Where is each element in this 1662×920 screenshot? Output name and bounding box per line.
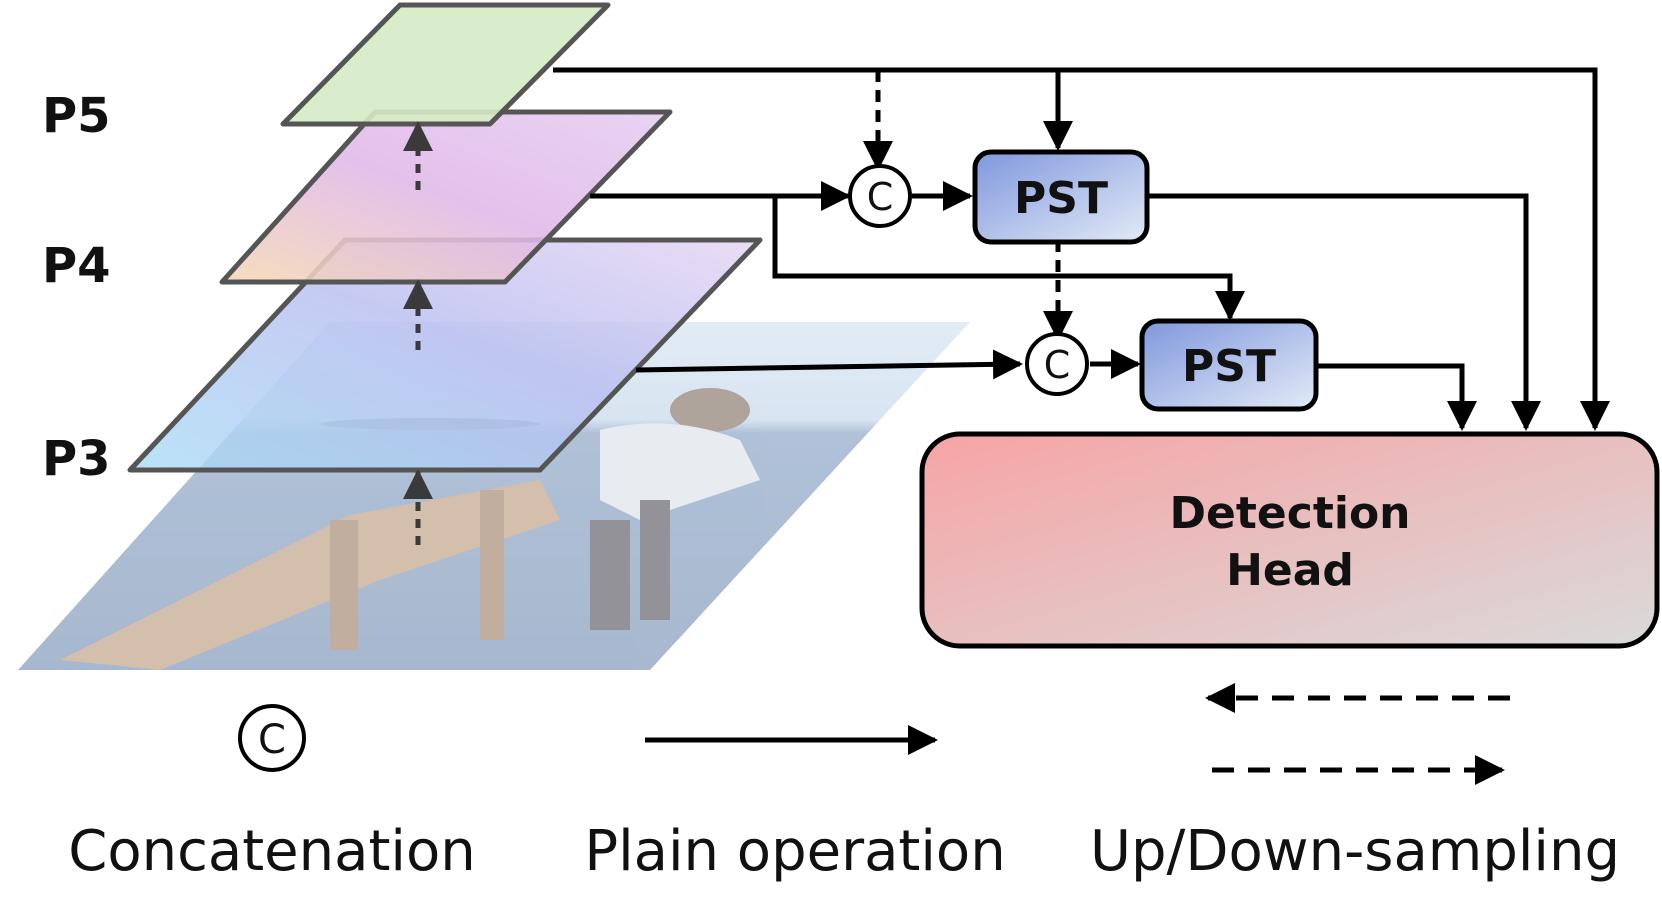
p5-feature-plane bbox=[280, 2, 611, 127]
legend-concatenation-label: Concatenation bbox=[68, 819, 475, 884]
legend: C Concatenation Plain operation Up/Down-… bbox=[68, 683, 1620, 884]
detection-head-line2: Head bbox=[1226, 545, 1354, 596]
p3-feature-plane bbox=[127, 237, 763, 473]
level-label-p3: P3 bbox=[42, 431, 111, 487]
concat-symbol: C bbox=[1044, 343, 1071, 387]
detection-head-line1: Detection bbox=[1170, 488, 1411, 539]
level-label-p5: P5 bbox=[42, 88, 111, 144]
legend-up-down-sampling-label: Up/Down-sampling bbox=[1090, 819, 1620, 884]
level-label-p4: P4 bbox=[42, 238, 111, 294]
pst-block-top: PST bbox=[972, 149, 1150, 245]
pst-top-label: PST bbox=[1014, 173, 1108, 224]
concat-node-top: C bbox=[848, 164, 912, 228]
legend-concat-icon: C bbox=[238, 704, 306, 772]
concat-node-bottom: C bbox=[1025, 332, 1089, 396]
concat-symbol: C bbox=[867, 175, 894, 219]
p4-feature-plane bbox=[219, 109, 673, 285]
concat-symbol: C bbox=[258, 717, 286, 763]
pst-block-bottom: PST bbox=[1139, 318, 1319, 412]
connections bbox=[553, 67, 1610, 431]
legend-plain-operation-label: Plain operation bbox=[584, 819, 1005, 884]
detection-head-block: Detection Head bbox=[919, 431, 1660, 649]
pst-bottom-label: PST bbox=[1182, 341, 1276, 392]
